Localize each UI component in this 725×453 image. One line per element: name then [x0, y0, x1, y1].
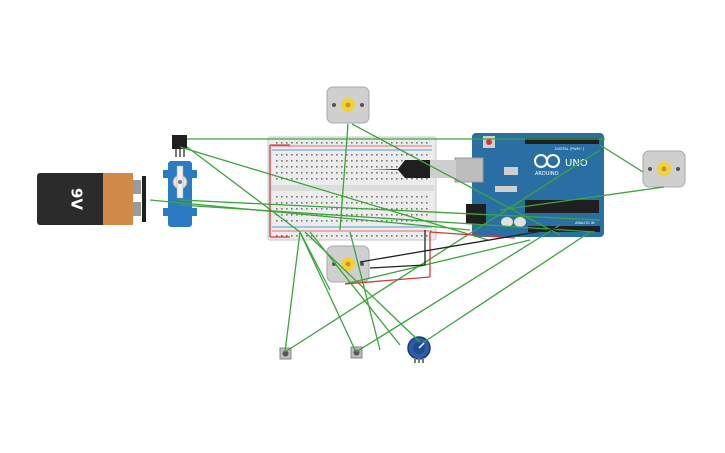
- breadboard[interactable]: [267, 136, 437, 241]
- wire-15[interactable]: [284, 149, 601, 353]
- arduino-model: UNO: [565, 158, 588, 169]
- wire-17[interactable]: [344, 239, 531, 285]
- arduino-uno-board[interactable]: UNO ARDUINO DIGITAL (PWM~) ANALOG IN: [454, 133, 604, 237]
- battery-9v[interactable]: 9V: [37, 173, 146, 225]
- arduino-brand: ARDUINO: [535, 171, 559, 177]
- servo-motor[interactable]: [163, 161, 197, 227]
- wire-26[interactable]: [359, 227, 561, 263]
- wire-2[interactable]: [186, 146, 301, 233]
- wire-5[interactable]: [149, 199, 471, 231]
- wire-6[interactable]: [339, 123, 349, 231]
- arduino-analog-label: ANALOG IN: [575, 221, 595, 225]
- ir-sensor[interactable]: [172, 135, 187, 157]
- wire-16[interactable]: [423, 231, 591, 343]
- wire-13[interactable]: [309, 231, 401, 346]
- wire-18[interactable]: [299, 231, 331, 291]
- wire-7[interactable]: [351, 123, 561, 236]
- wire-9[interactable]: [499, 186, 665, 211]
- wire-11[interactable]: [299, 231, 357, 353]
- wire-3[interactable]: [179, 199, 601, 221]
- wire-10[interactable]: [284, 231, 301, 353]
- dc-motor-right[interactable]: [642, 150, 686, 188]
- arduino-digital-label: DIGITAL (PWM~): [555, 147, 585, 151]
- wire-8[interactable]: [599, 144, 644, 173]
- wire-24[interactable]: [344, 276, 431, 285]
- wire-1[interactable]: [179, 146, 489, 241]
- breadboard-holes: [276, 142, 428, 237]
- dc-motor-top[interactable]: [326, 86, 370, 124]
- wire-25[interactable]: [429, 231, 516, 239]
- potentiometer[interactable]: [407, 336, 431, 363]
- wires: [149, 123, 665, 353]
- dc-motor-center[interactable]: [326, 245, 370, 283]
- usb-cable: [368, 160, 456, 178]
- wire-19[interactable]: [349, 231, 381, 351]
- wire-14[interactable]: [355, 224, 561, 353]
- battery-label: 9V: [68, 188, 86, 210]
- wire-28[interactable]: [369, 264, 426, 269]
